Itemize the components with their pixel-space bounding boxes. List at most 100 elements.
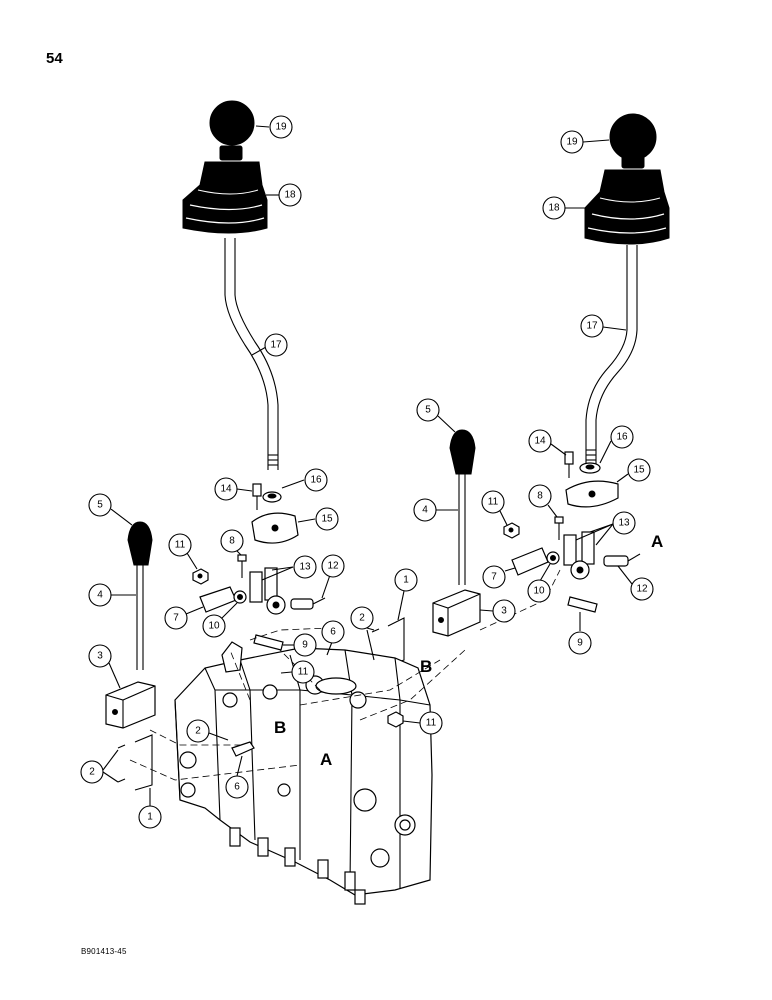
callout-18: 18 (266, 183, 302, 207)
callout-11-left-top: 11 (168, 533, 198, 570)
callout-9-left: 9 (283, 633, 317, 657)
svg-text:9: 9 (577, 638, 583, 649)
svg-text:19: 19 (566, 137, 578, 148)
right-screw-14 (564, 451, 574, 478)
left-screw-8 (237, 554, 247, 578)
callout-2-left-b: 2 (186, 719, 229, 743)
svg-text:2: 2 (359, 613, 365, 624)
callout-15-right: 15 (616, 458, 651, 483)
callout-11-right-bottom: 11 (387, 711, 443, 735)
left-screw-9 (253, 634, 284, 651)
callout-8-left: 8 (220, 529, 244, 556)
svg-text:11: 11 (175, 540, 186, 551)
svg-text:4: 4 (422, 505, 428, 516)
right-block-3 (432, 589, 481, 637)
callout-15: 15 (297, 507, 339, 531)
svg-text:6: 6 (330, 627, 336, 638)
callout-6-bottom: 6 (225, 741, 255, 799)
right-small-rod-4 (458, 474, 466, 585)
callout-14-right: 14 (528, 429, 567, 456)
callout-4-left: 4 (88, 583, 136, 607)
svg-text:11: 11 (426, 718, 437, 729)
svg-text:12: 12 (636, 584, 648, 595)
right-pivot-13 (563, 531, 595, 580)
svg-text:8: 8 (229, 536, 235, 547)
figure-code: B901413-45 (81, 947, 127, 956)
left-pivot-13 (249, 567, 286, 615)
callout-8-right: 8 (528, 484, 558, 518)
left-joystick-knob (209, 100, 255, 146)
svg-text:19: 19 (275, 122, 287, 133)
svg-text:15: 15 (633, 465, 645, 476)
right-bracket-7 (511, 547, 549, 576)
right-joystick-lever (585, 245, 638, 465)
callout-10-right: 10 (527, 563, 551, 603)
svg-text:15: 15 (321, 514, 333, 525)
callout-16: 16 (281, 468, 328, 492)
callout-11-right-top: 11 (481, 490, 508, 526)
callout-17: 17 (251, 333, 288, 357)
left-rod-end-12 (290, 597, 326, 610)
svg-text:2: 2 (195, 726, 201, 737)
svg-text:16: 16 (616, 432, 628, 443)
callout-14: 14 (214, 477, 253, 501)
svg-text:18: 18 (548, 203, 560, 214)
callout-11-mid: 11 (280, 660, 315, 684)
reference-letter-b-left: B (274, 718, 286, 737)
left-block-3 (105, 681, 156, 729)
svg-text:12: 12 (327, 561, 339, 572)
callout-2-right: 2 (350, 606, 375, 661)
left-link-1 (134, 734, 153, 791)
svg-text:14: 14 (220, 484, 232, 495)
svg-text:17: 17 (586, 321, 598, 332)
svg-text:11: 11 (298, 667, 309, 678)
callout-5-left: 5 (88, 493, 133, 526)
callout-5-right: 5 (416, 398, 456, 433)
svg-text:18: 18 (284, 190, 296, 201)
svg-text:3: 3 (97, 651, 103, 662)
left-pin-2 (117, 744, 126, 783)
callout-7-left: 7 (164, 606, 204, 630)
callout-1-left: 1 (138, 788, 162, 829)
svg-text:17: 17 (270, 340, 282, 351)
callout-4-right: 4 (413, 498, 458, 522)
right-small-knob-5 (449, 429, 476, 475)
svg-text:1: 1 (147, 812, 153, 823)
left-bushing-10 (233, 590, 247, 604)
callout-9-right: 9 (568, 612, 592, 655)
svg-text:5: 5 (425, 405, 431, 416)
reference-letter-a-right: A (651, 532, 663, 551)
left-plate-15 (251, 512, 299, 544)
callout-13-right: 13 (575, 511, 636, 546)
right-plate-15 (565, 480, 619, 508)
svg-text:3: 3 (501, 606, 507, 617)
callout-19: 19 (255, 115, 293, 139)
callout-2-left-a: 2 (80, 749, 119, 784)
svg-text:14: 14 (534, 436, 546, 447)
callout-12-right: 12 (617, 565, 654, 601)
right-washer-16 (579, 462, 601, 474)
right-joystick-boot (584, 153, 670, 245)
svg-text:13: 13 (299, 562, 311, 573)
svg-text:4: 4 (97, 590, 103, 601)
callout-3-left: 3 (88, 644, 121, 689)
svg-text:13: 13 (618, 518, 630, 529)
callout-7-right: 7 (482, 565, 516, 589)
svg-text:8: 8 (537, 491, 543, 502)
svg-text:2: 2 (89, 767, 95, 778)
page-number: 54 (46, 50, 63, 67)
callout-12-left: 12 (321, 554, 345, 599)
right-joystick-knob (609, 113, 657, 161)
right-rod-end-12 (603, 553, 641, 567)
callout-10-left: 10 (202, 602, 238, 638)
left-nut-11 (192, 568, 209, 585)
callout-19-right: 19 (560, 130, 610, 154)
control-valve-body (174, 641, 433, 905)
callout-3-right: 3 (479, 599, 516, 623)
svg-text:1: 1 (403, 575, 409, 586)
left-washer-16 (262, 491, 282, 503)
svg-text:7: 7 (491, 572, 497, 583)
left-screw-14 (252, 483, 262, 510)
